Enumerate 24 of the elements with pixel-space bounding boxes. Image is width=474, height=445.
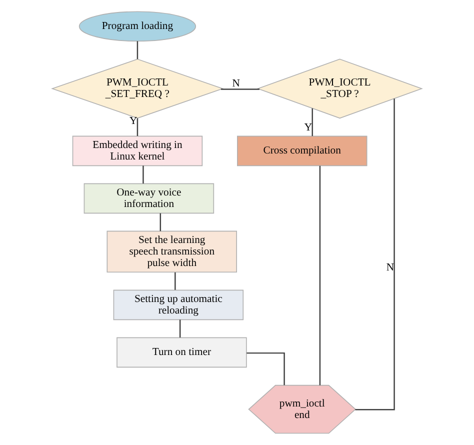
connector [136, 118, 138, 136]
node-box: Setting up automatic reloading [113, 290, 244, 320]
node-diamond: PWM_IOCTL _SET_FREQ ? [51, 58, 224, 119]
node-box: Embedded writing in Linux kernel [72, 136, 203, 166]
node-ellipse: Program loading [78, 11, 196, 42]
connector [355, 98, 395, 410]
connector [136, 41, 138, 60]
node-diamond: PWM_IOCTL _STOP ? [256, 58, 423, 119]
connector [319, 166, 321, 386]
connector [312, 108, 313, 136]
node-box: Cross compilation [237, 136, 368, 166]
connector [160, 213, 162, 232]
edge-label: Y [130, 116, 138, 128]
node-box: One-way voice information [84, 183, 214, 214]
edge-label: N [386, 262, 394, 274]
connector [220, 88, 260, 90]
connector [246, 352, 285, 386]
connector [179, 320, 181, 338]
edge-label: N [232, 78, 240, 90]
edge-label: Y [304, 122, 312, 134]
connector [174, 272, 176, 290]
connector [142, 166, 144, 184]
node-box: Set the learning speech transmission pulse width [106, 230, 237, 273]
node-box: Turn on timer [116, 337, 247, 368]
